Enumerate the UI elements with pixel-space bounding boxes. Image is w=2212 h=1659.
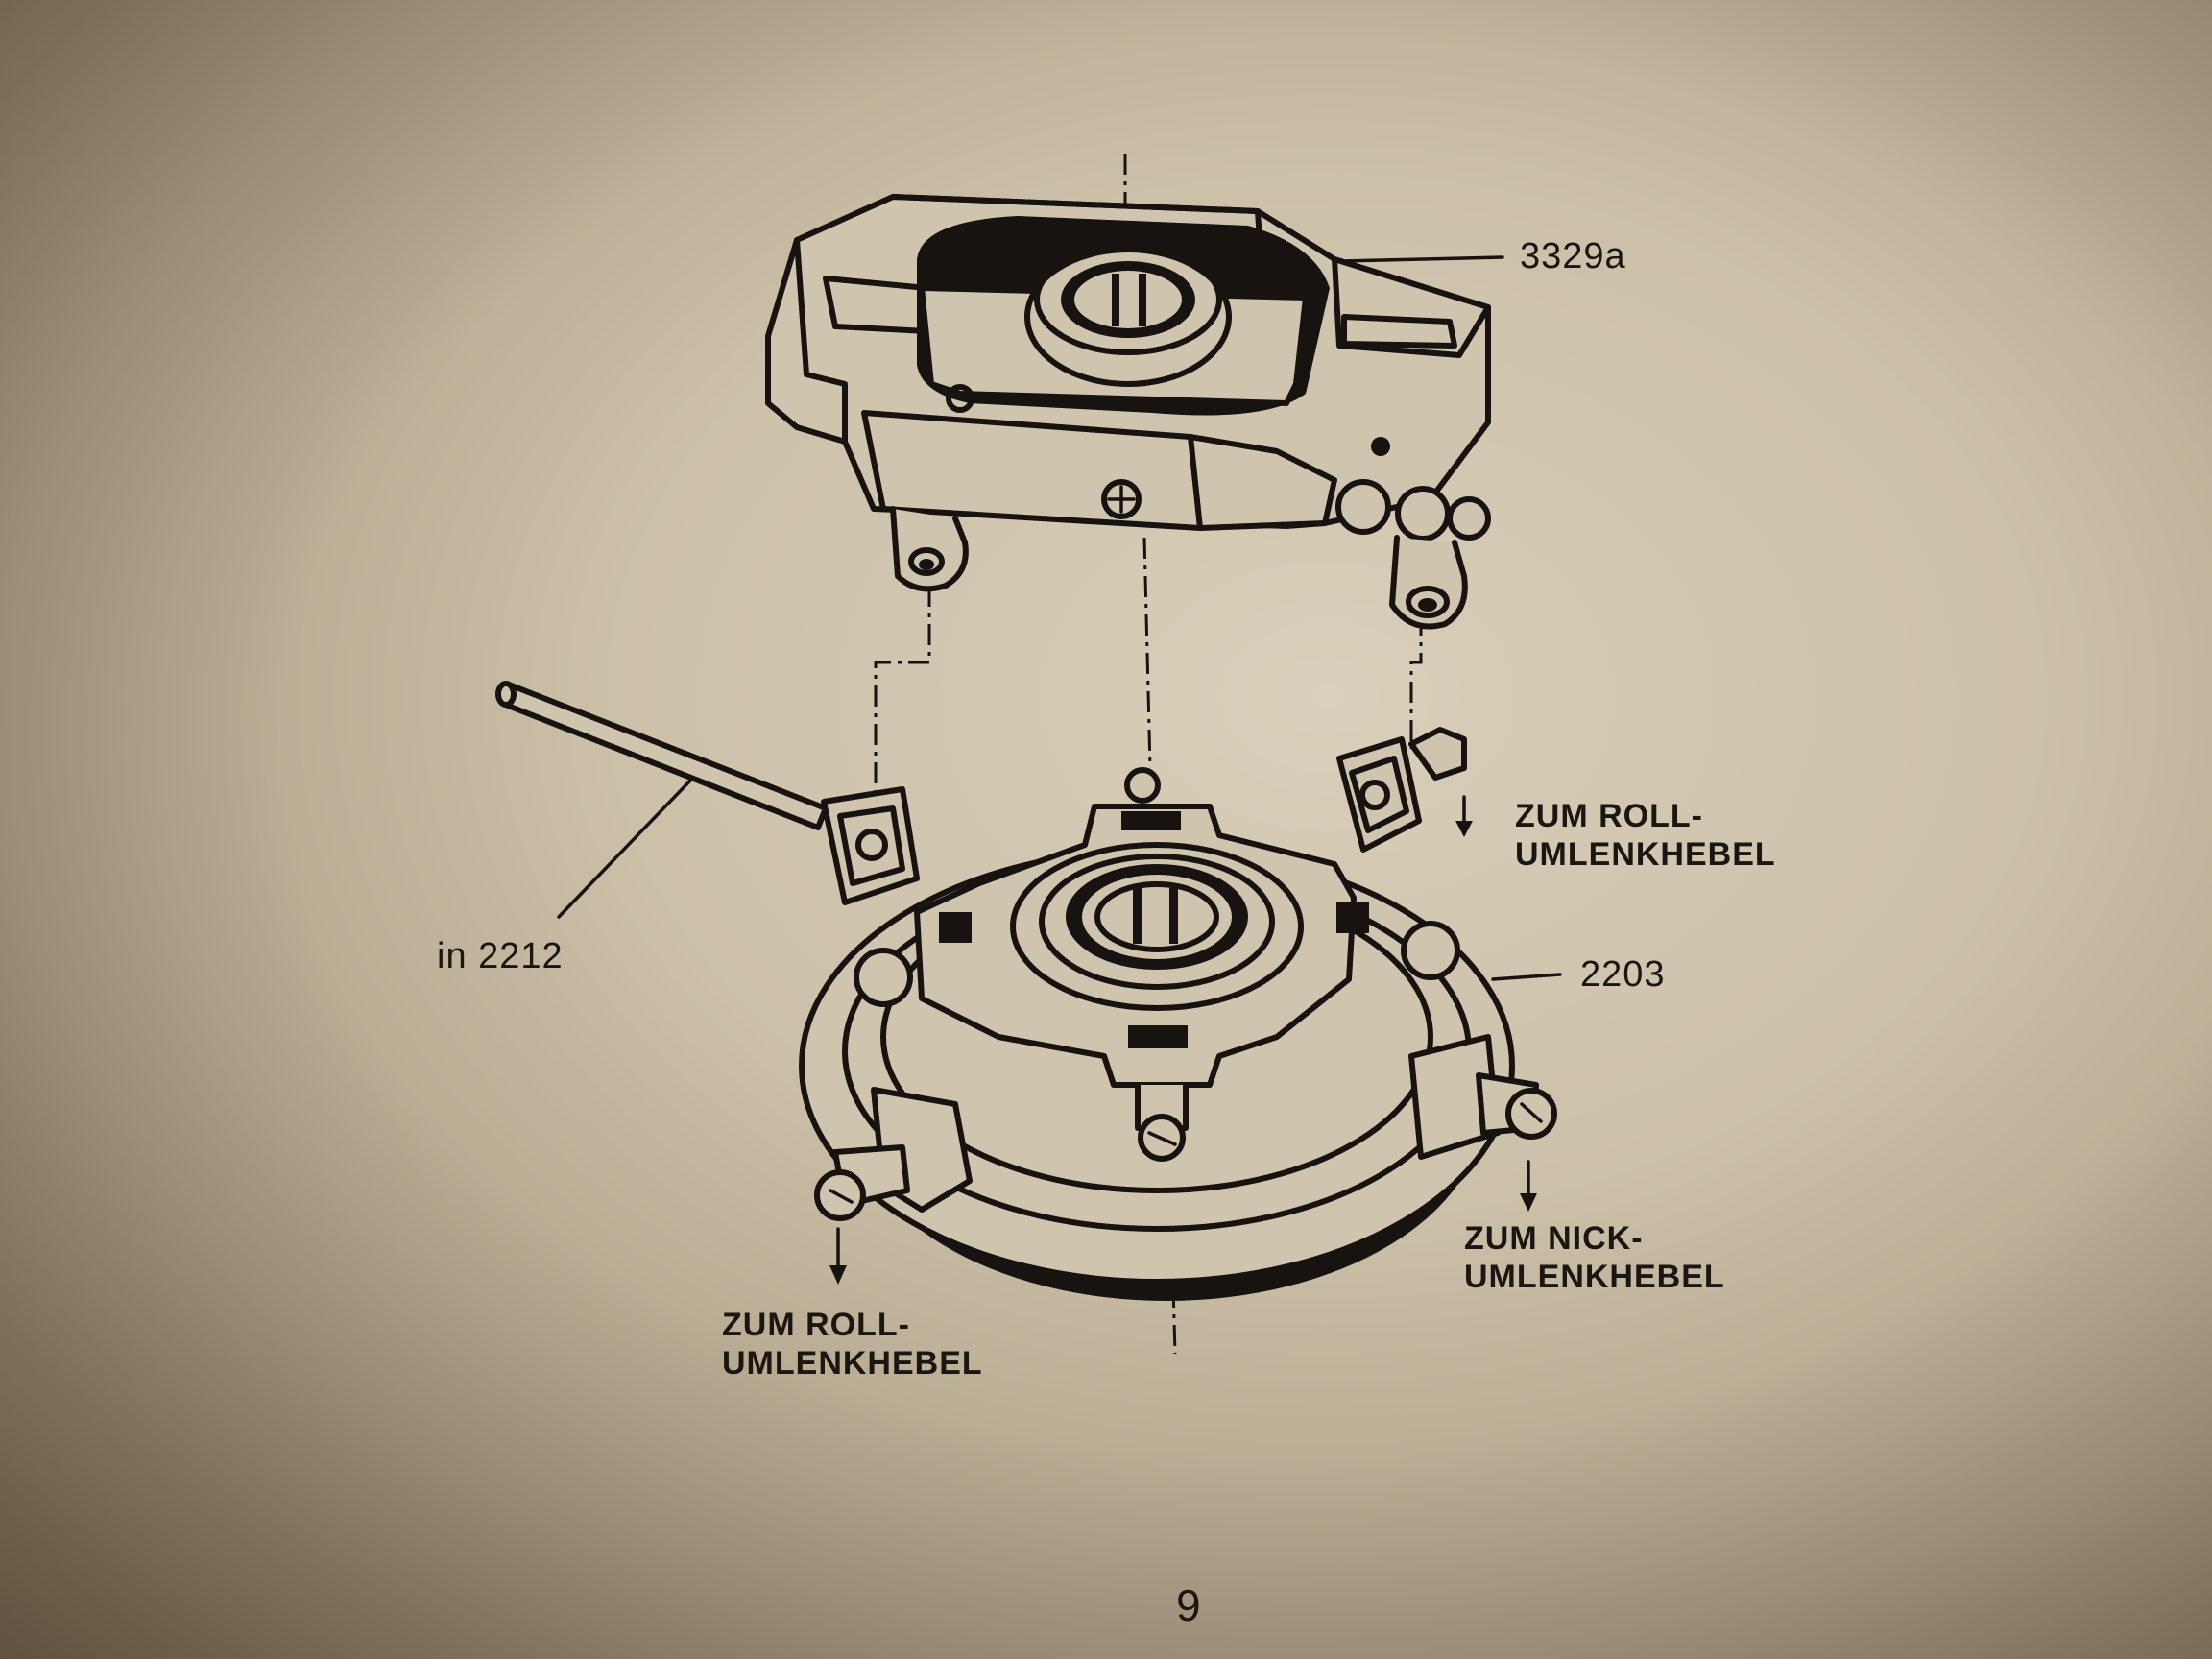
callout-roll-right-line1: ZUM ROLL-: [1515, 798, 1703, 834]
callout-roll-right: ZUM ROLL- UMLENKHEBEL: [1515, 797, 1776, 874]
callout-roll-left-line2: UMLENKHEBEL: [722, 1345, 983, 1382]
rod-2212: [495, 681, 829, 830]
lower-swashplate-2203: [799, 727, 1557, 1301]
callout-roll-right-line2: UMLENKHEBEL: [1515, 836, 1776, 873]
leader-3329a: [1337, 255, 1504, 263]
label-3329a: 3329a: [1520, 236, 1626, 276]
left-alignment-line: [874, 586, 931, 797]
arrow-roll-right: [1455, 795, 1473, 837]
callout-roll-left-line1: ZUM ROLL-: [722, 1307, 910, 1343]
label-2203: 2203: [1580, 954, 1666, 995]
upper-swashplate-3329a: [765, 194, 1491, 630]
callout-nick-line2: UMLENKHEBEL: [1464, 1259, 1725, 1295]
label-in-2212: in 2212: [437, 936, 564, 976]
callout-nick: ZUM NICK- UMLENKHEBEL: [1464, 1219, 1725, 1296]
arrow-nick: [1520, 1160, 1537, 1212]
callout-roll-left: ZUM ROLL- UMLENKHEBEL: [722, 1306, 983, 1382]
right-alignment-line: [1409, 614, 1423, 749]
leader-2203: [1491, 973, 1562, 981]
callout-nick-line1: ZUM NICK-: [1464, 1220, 1644, 1257]
arrow-roll-left: [830, 1227, 847, 1285]
page-number: 9: [1176, 1580, 1202, 1630]
leader-in-2212: [557, 778, 693, 919]
